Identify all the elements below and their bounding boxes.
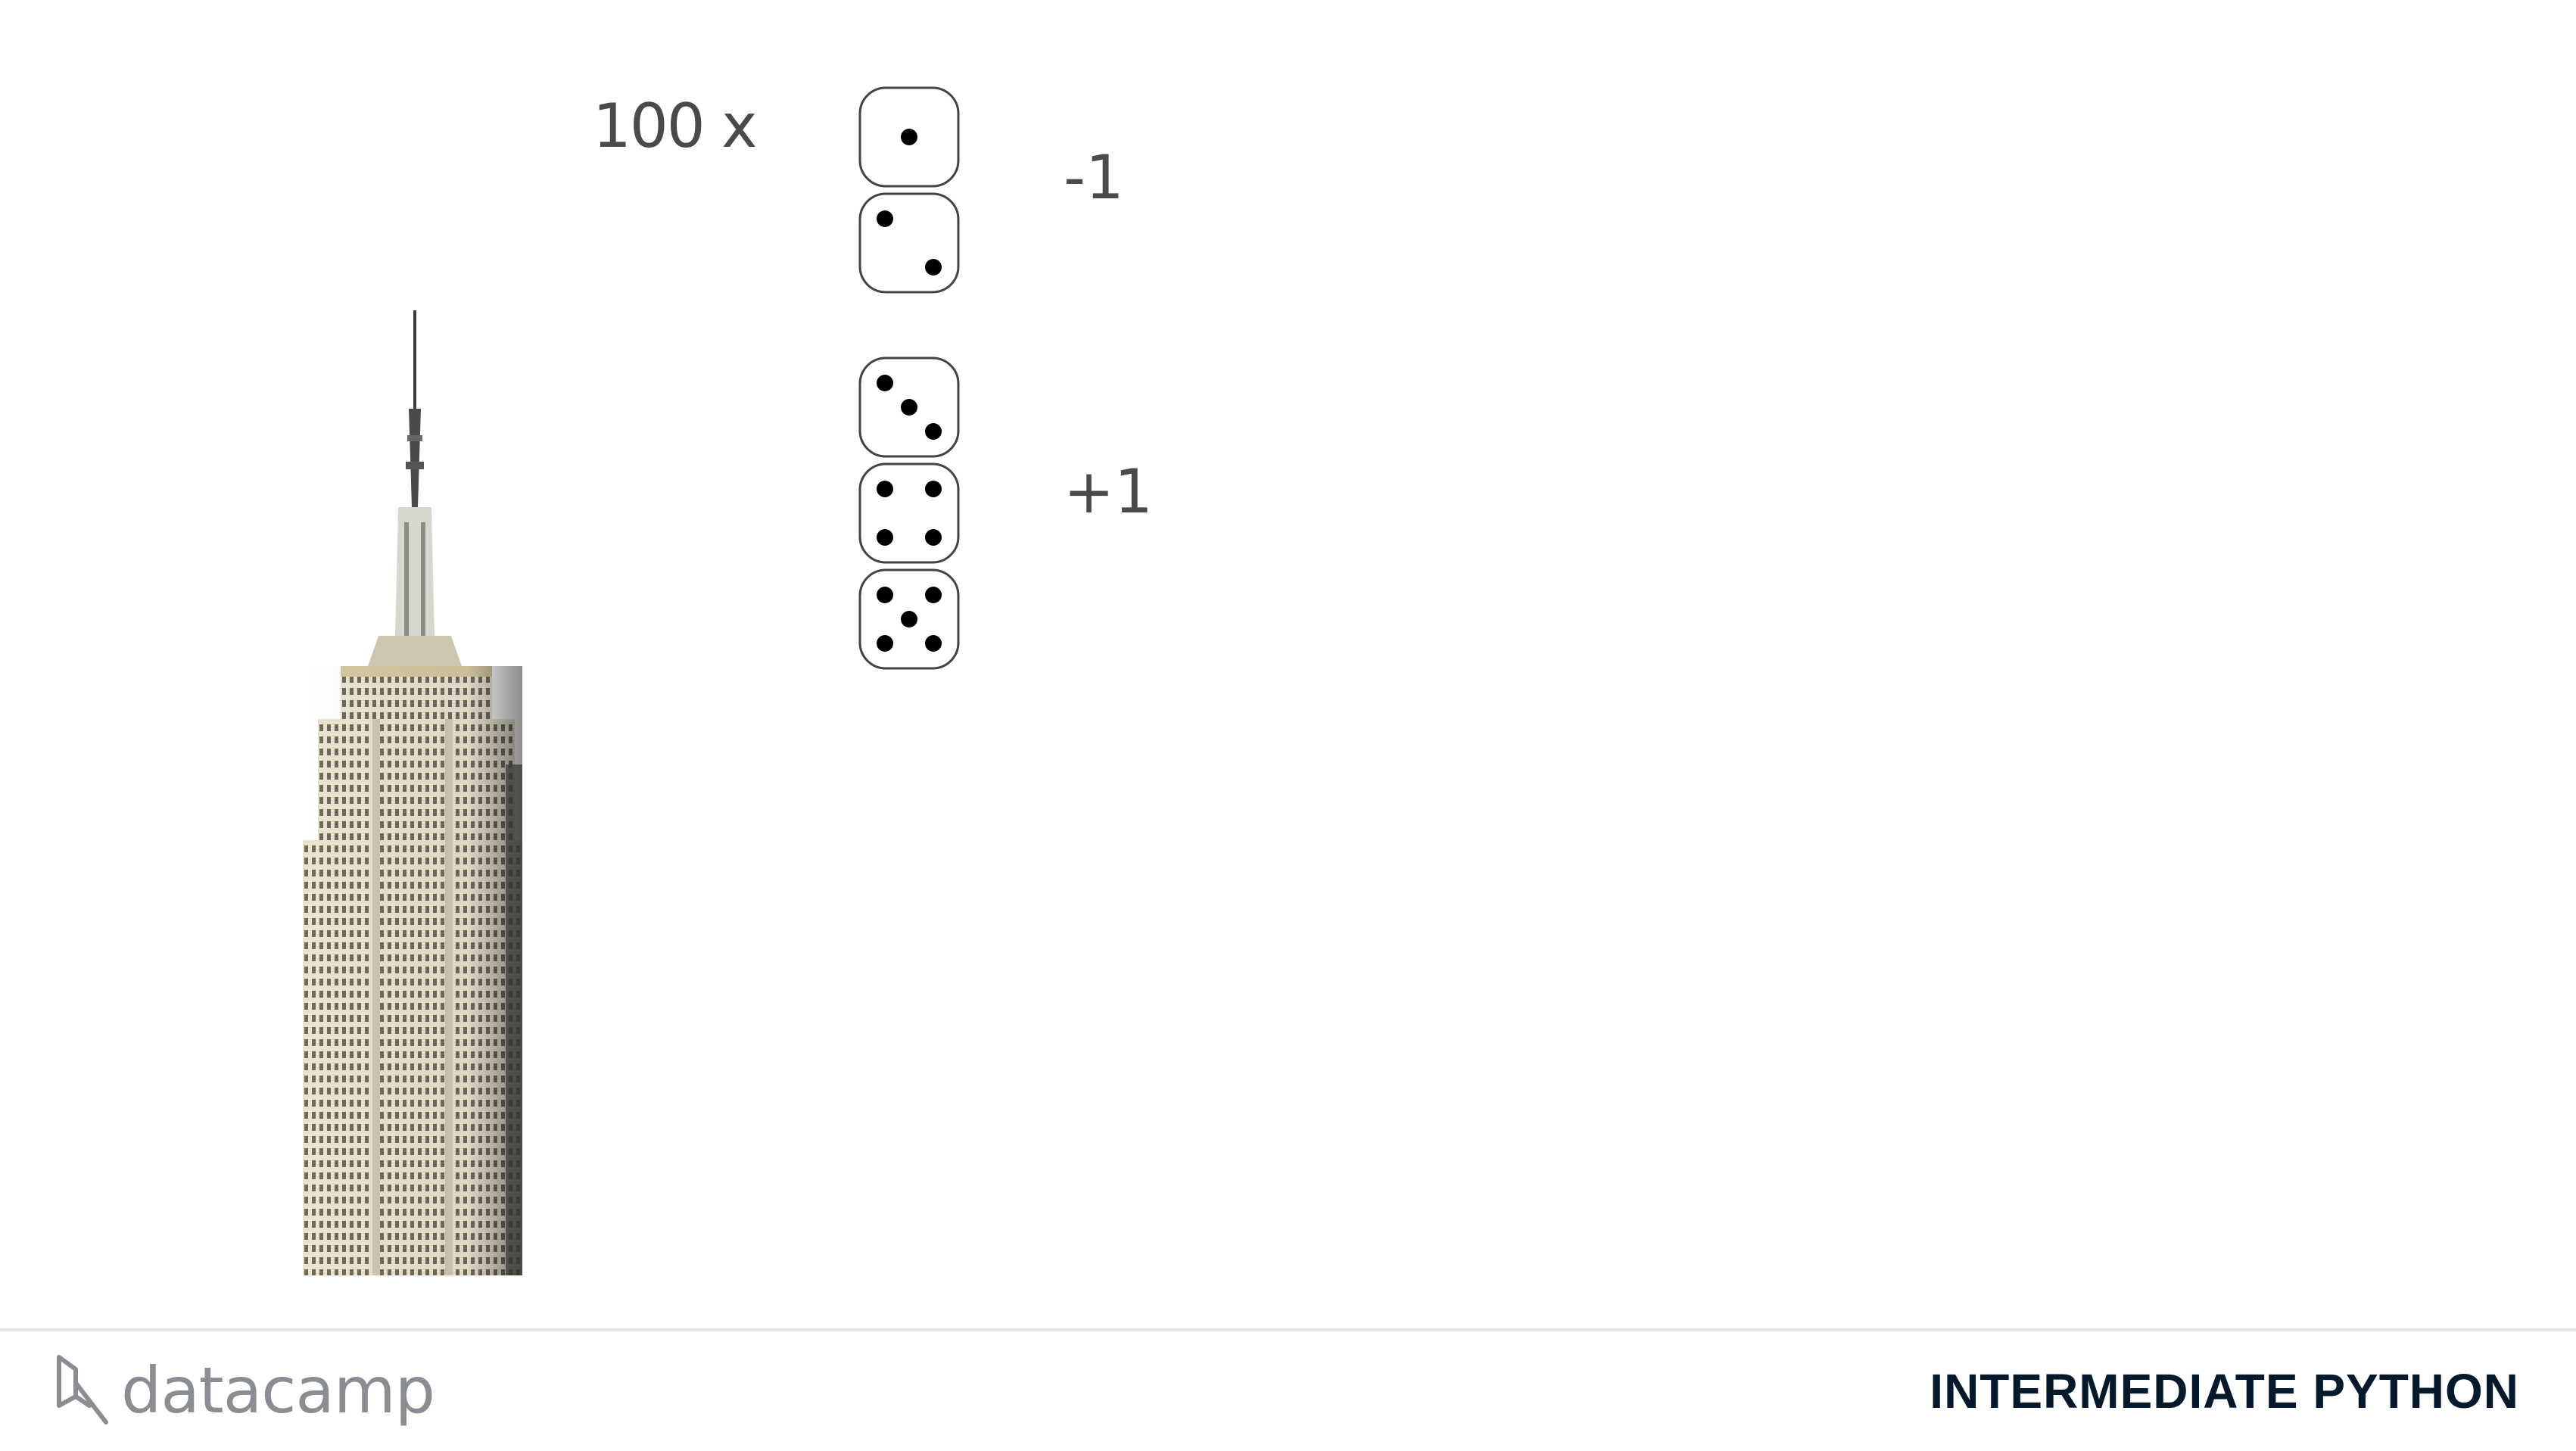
datacamp-logo: datacamp: [53, 1353, 435, 1428]
slide-content: 100 x -1 +1: [303, 86, 1153, 1275]
footer-divider: [0, 1328, 2576, 1331]
course-title: INTERMEDIATE PYTHON: [1930, 1364, 2519, 1418]
repeat-count-label: 100 x: [593, 91, 757, 161]
footer: datacamp INTERMEDIATE PYTHON: [0, 1331, 2576, 1451]
logo-text: datacamp: [121, 1353, 435, 1428]
die-face-2: [858, 191, 961, 294]
score-minus-one: -1: [1064, 142, 1124, 213]
empire-state-building-image: [303, 310, 522, 1275]
die-face-3: [858, 356, 961, 459]
score-plus-one: +1: [1064, 456, 1153, 527]
die-face-1: [858, 86, 961, 188]
die-face-4: [858, 462, 961, 565]
die-face-5: [858, 568, 961, 671]
datacamp-logo-icon: [57, 1355, 108, 1425]
